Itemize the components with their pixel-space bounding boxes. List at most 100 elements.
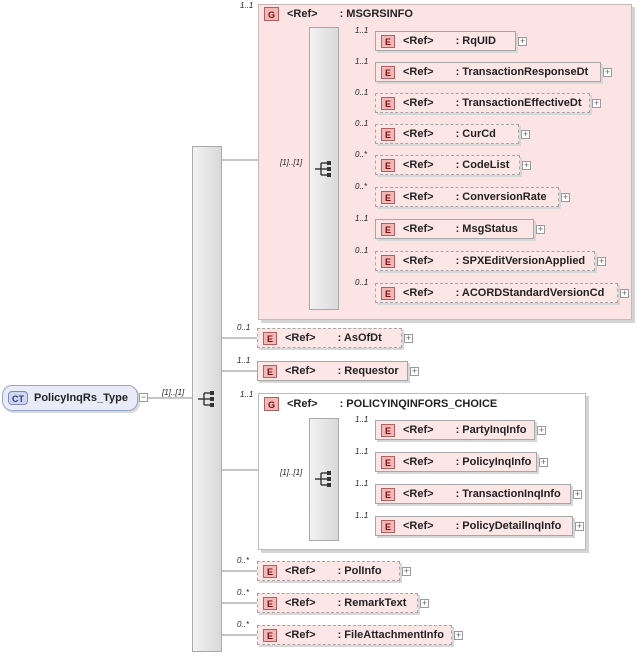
element-name: : CodeList (455, 159, 510, 171)
element-name: : TransactionResponseDt (455, 66, 589, 78)
element-node[interactable]: E <Ref> : RemarkText (257, 593, 418, 613)
expand-icon[interactable]: + (410, 366, 419, 376)
group-name: : POLICYINQINFORS_CHOICE (339, 398, 498, 410)
element-name: : FileAttachmentInfo (337, 629, 444, 641)
element-name: : PolicyInqInfo (455, 456, 532, 468)
element-badge: E (381, 423, 395, 437)
group-msgrsinfo-label[interactable]: G <Ref> : MSGRSINFO (264, 7, 413, 21)
element-node[interactable]: E <Ref> : TransactionInqInfo (375, 484, 571, 504)
expand-icon[interactable]: + (573, 489, 582, 499)
element-ref: <Ref> (403, 255, 434, 267)
sequence-icon (315, 161, 331, 177)
element-cardinality: 1..1 (355, 447, 369, 456)
group-ref: <Ref> (287, 8, 318, 20)
element-ref: <Ref> (403, 424, 434, 436)
element-node[interactable]: E <Ref> : SPXEditVersionApplied (375, 251, 595, 271)
element-ref: <Ref> (403, 456, 434, 468)
element-cardinality: 0..1 (355, 119, 369, 128)
group-msgrsinfo-cardinality: 1..1 (240, 1, 254, 10)
complex-type-node[interactable]: CT PolicyInqRs_Type (2, 385, 138, 411)
expand-icon[interactable]: + (620, 288, 629, 298)
element-badge: E (381, 519, 395, 533)
element-node[interactable]: E<Ref>: MsgStatus (375, 219, 534, 239)
element-ref: <Ref> (403, 488, 434, 500)
element-ref: <Ref> (285, 629, 316, 641)
element-node[interactable]: E<Ref>: ConversionRate (375, 187, 559, 207)
element-ref: <Ref> (403, 223, 434, 235)
element-name: : RemarkText (337, 597, 407, 609)
element-node[interactable]: E <Ref> : AsOfDt (257, 328, 402, 348)
ct-collapse-icon[interactable]: − (139, 392, 148, 402)
expand-icon[interactable]: + (597, 256, 606, 266)
element-name: : SPXEditVersionApplied (455, 255, 586, 267)
element-node[interactable]: E<Ref>: CurCd (375, 124, 519, 144)
element-cardinality: 0..1 (237, 323, 251, 332)
expand-icon[interactable]: + (521, 129, 530, 139)
element-badge: E (381, 455, 395, 469)
element-badge: E (381, 96, 395, 110)
element-cardinality: 1..1 (355, 214, 369, 223)
element-node[interactable]: E<Ref>: PartyInqInfo (375, 420, 535, 440)
element-cardinality: 1..1 (237, 356, 251, 365)
element-ref: <Ref> (285, 365, 316, 377)
element-cardinality: 0..* (237, 556, 250, 565)
expand-icon[interactable]: + (518, 36, 527, 46)
element-cardinality: 1..1 (355, 479, 369, 488)
group-choice-label[interactable]: G <Ref> : POLICYINQINFORS_CHOICE (264, 397, 497, 411)
element-name: : TransactionInqInfo (455, 488, 561, 500)
element-badge: E (381, 190, 395, 204)
element-name: : PolInfo (337, 565, 382, 577)
element-node[interactable]: E<Ref>: TransactionEffectiveDt (375, 93, 590, 113)
element-badge: E (381, 34, 395, 48)
element-badge: E (381, 487, 395, 501)
ct-badge: CT (8, 391, 28, 405)
element-ref: <Ref> (285, 597, 316, 609)
expand-icon[interactable]: + (561, 192, 570, 202)
element-node[interactable]: E <Ref> : PolicyInqInfo (375, 452, 537, 472)
element-node[interactable]: E <Ref> : Requestor (257, 361, 408, 381)
element-node[interactable]: E<Ref>: PolicyDetailInqInfo (375, 516, 573, 536)
element-badge: E (263, 364, 277, 378)
element-cardinality: 0..1 (355, 278, 369, 287)
element-badge: E (263, 331, 277, 345)
element-ref: <Ref> (403, 97, 434, 109)
element-ref: <Ref> (403, 287, 434, 299)
element-ref: <Ref> (403, 191, 434, 203)
expand-icon[interactable]: + (537, 425, 546, 435)
group-badge: G (264, 7, 279, 21)
element-ref: <Ref> (285, 332, 316, 344)
expand-icon[interactable]: + (404, 333, 413, 343)
element-badge: E (263, 564, 277, 578)
element-badge: E (263, 596, 277, 610)
element-node[interactable]: E<Ref>: ACORDStandardVersionCd (375, 283, 618, 303)
expand-icon[interactable]: + (539, 457, 548, 467)
element-badge: E (381, 254, 395, 268)
expand-icon[interactable]: + (575, 521, 584, 531)
expand-icon[interactable]: + (603, 67, 612, 77)
element-node[interactable]: E<Ref>: TransactionResponseDt (375, 62, 601, 82)
expand-icon[interactable]: + (522, 160, 531, 170)
element-name: : MsgStatus (455, 223, 518, 235)
element-cardinality: 1..1 (355, 26, 369, 35)
expand-icon[interactable]: + (454, 630, 463, 640)
expand-icon[interactable]: + (592, 98, 601, 108)
element-node[interactable]: E<Ref>: CodeList (375, 155, 520, 175)
element-badge: E (381, 286, 395, 300)
element-node[interactable]: E <Ref> : RqUID (375, 31, 516, 51)
expand-icon[interactable]: + (420, 598, 429, 608)
sequence-icon (315, 471, 331, 487)
element-node[interactable]: E<Ref>: FileAttachmentInfo (257, 625, 452, 645)
element-name: : AsOfDt (337, 332, 382, 344)
element-badge: E (381, 127, 395, 141)
element-name: : RqUID (455, 35, 496, 47)
element-ref: <Ref> (403, 159, 434, 171)
element-cardinality: 1..1 (355, 511, 369, 520)
group-choice-cardinality: 1..1 (240, 390, 254, 399)
expand-icon[interactable]: + (402, 566, 411, 576)
element-ref: <Ref> (403, 520, 434, 532)
expand-icon[interactable]: + (536, 224, 545, 234)
element-ref: <Ref> (403, 35, 434, 47)
group-ref: <Ref> (287, 398, 318, 410)
element-node[interactable]: E<Ref>: PolInfo (257, 561, 400, 581)
element-name: : Requestor (337, 365, 399, 377)
